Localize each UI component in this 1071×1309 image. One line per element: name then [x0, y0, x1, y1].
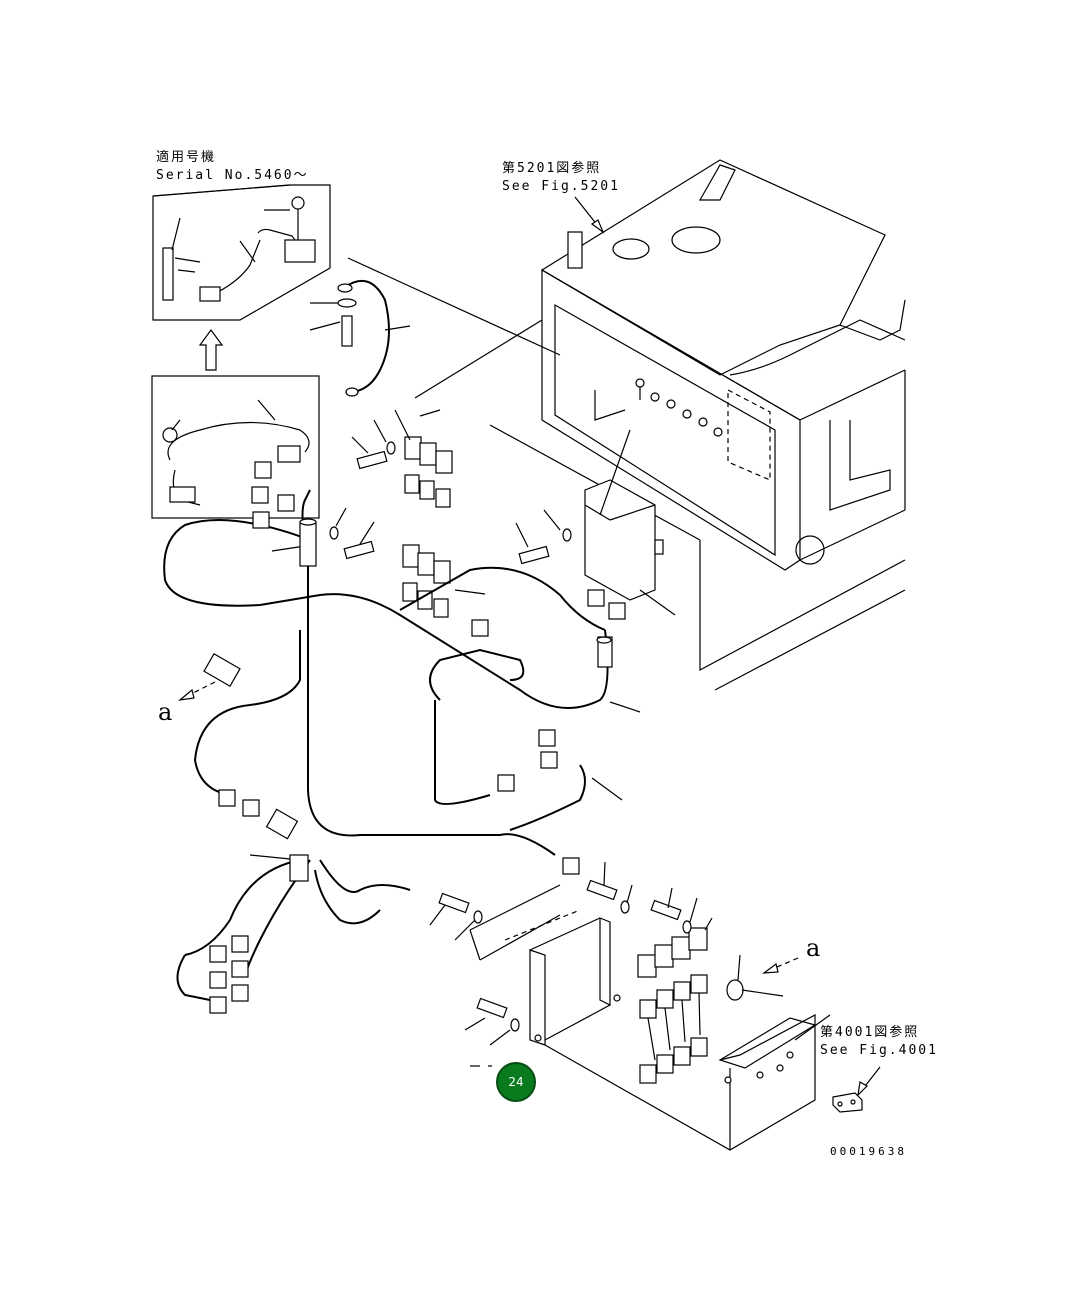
inset-box-lower	[151, 375, 320, 519]
inset-serial-number: Serial No.5460〜	[156, 168, 309, 183]
bolts-middle	[329, 419, 572, 565]
relay-group-middle	[402, 544, 486, 618]
controller-frame	[347, 159, 906, 691]
lower-bracket	[469, 884, 831, 1151]
part-callout-badge[interactable]: 24	[496, 1062, 536, 1102]
view-marker-right: a	[806, 934, 821, 962]
arrow-ref-bottom	[857, 1066, 881, 1097]
arrow-right-a	[762, 957, 799, 974]
drawing-number: 00019638	[830, 1145, 907, 1158]
relay-group-lower	[637, 927, 708, 1084]
harness-connectors	[209, 461, 626, 1014]
arrow-left-a	[177, 681, 216, 701]
ground-cable	[309, 279, 411, 397]
bolts-lower	[429, 861, 784, 1067]
inset-serial-title: 適用号機	[156, 150, 217, 165]
relay-group-upper	[394, 409, 453, 508]
ref-top-japanese: 第5201図参照	[502, 161, 602, 176]
ref-bottom-english: See Fig.4001	[820, 1043, 938, 1058]
controller-module	[584, 429, 676, 616]
ref-bottom-japanese: 第4001図参照	[820, 1025, 920, 1040]
arrow-up-icon	[198, 328, 224, 371]
main-harness	[163, 489, 641, 1001]
arrow-ref-top	[574, 196, 605, 234]
small-bracket	[832, 1092, 863, 1113]
view-marker-left: a	[158, 698, 173, 726]
ref-top-english: See Fig.5201	[502, 179, 620, 194]
inset-box-serial	[152, 184, 331, 321]
